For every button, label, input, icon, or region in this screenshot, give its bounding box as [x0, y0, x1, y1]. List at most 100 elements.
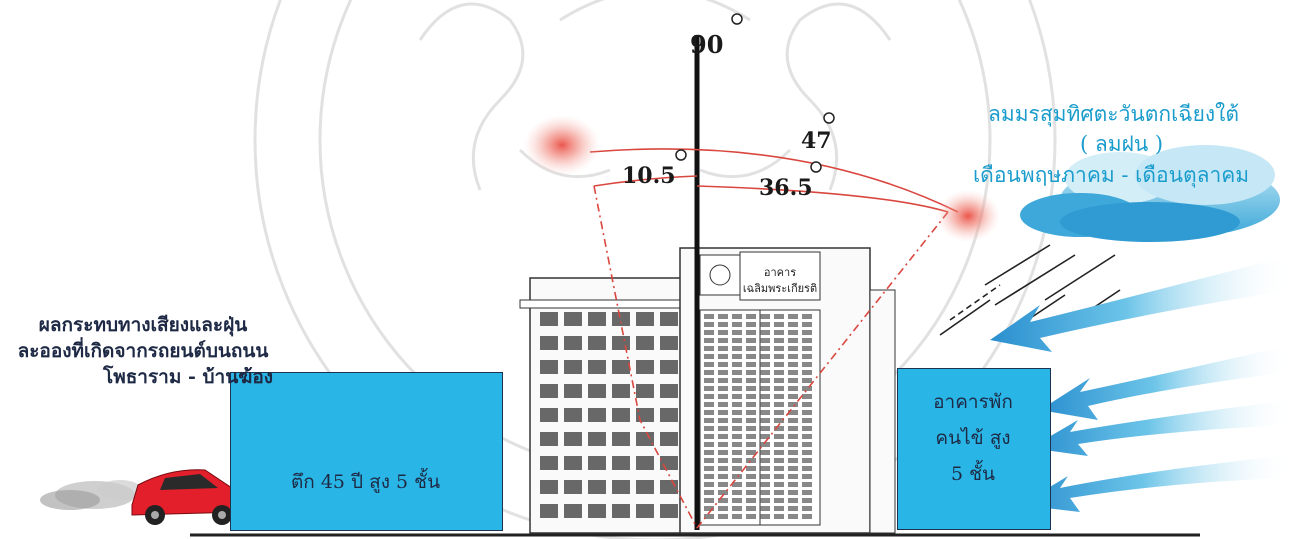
building-window: [612, 312, 630, 326]
building-window: [660, 384, 678, 398]
building-window: [746, 346, 756, 351]
building-window: [746, 426, 756, 431]
building-window: [802, 338, 812, 343]
building-window: [732, 482, 742, 487]
building-window: [760, 322, 770, 327]
building-window: [718, 498, 728, 503]
building-window: [788, 442, 798, 447]
building-window: [802, 410, 812, 415]
building-window: [788, 434, 798, 439]
building-window: [612, 336, 630, 350]
building-window: [746, 442, 756, 447]
building-window: [718, 330, 728, 335]
building-window: [746, 394, 756, 399]
building-window: [746, 402, 756, 407]
building-window: [760, 450, 770, 455]
building-window: [732, 370, 742, 375]
patient-building-box: [897, 368, 1051, 530]
building-window: [802, 314, 812, 319]
building-window: [636, 360, 654, 374]
building-window: [746, 474, 756, 479]
building-window: [788, 482, 798, 487]
wind-arrows: [990, 255, 1292, 512]
building-window: [564, 480, 582, 494]
building-window: [802, 450, 812, 455]
sun-arc-winter: [696, 185, 949, 213]
building-window: [760, 354, 770, 359]
building-window: [802, 330, 812, 335]
building-window: [774, 426, 784, 431]
building-window: [802, 418, 812, 423]
building-window: [612, 456, 630, 470]
building-window: [540, 360, 558, 374]
building-window: [788, 346, 798, 351]
sun-arc-equinox-left: [593, 175, 698, 187]
angle-label-90: 90: [690, 30, 724, 59]
building-window: [802, 434, 812, 439]
building-window: [774, 418, 784, 423]
building-window: [760, 338, 770, 343]
building-window: [760, 362, 770, 367]
building-window: [732, 426, 742, 431]
building-window: [718, 490, 728, 495]
building-window: [760, 378, 770, 383]
traffic-impact-line2: ละอองที่เกิดจากรถยนต์บนถนน: [17, 340, 269, 362]
building-window: [704, 498, 714, 503]
building-window: [660, 336, 678, 350]
building-window: [788, 386, 798, 391]
building-window: [588, 408, 606, 422]
building-window: [718, 402, 728, 407]
building-window: [704, 362, 714, 367]
building-window: [788, 410, 798, 415]
building-window: [732, 442, 742, 447]
building-window: [746, 514, 756, 519]
building-window: [718, 362, 728, 367]
building-window: [802, 490, 812, 495]
building-window: [760, 394, 770, 399]
building-window: [746, 498, 756, 503]
building-window: [788, 498, 798, 503]
building-window: [718, 354, 728, 359]
building-window: [732, 394, 742, 399]
building-window: [774, 434, 784, 439]
building-window: [732, 378, 742, 383]
building-window: [732, 450, 742, 455]
building-window: [774, 346, 784, 351]
building-window: [612, 504, 630, 518]
building-window: [746, 410, 756, 415]
building-window: [746, 490, 756, 495]
building-window: [732, 418, 742, 423]
degree-mark-10: [675, 149, 687, 161]
building-window: [704, 338, 714, 343]
building-window: [660, 456, 678, 470]
building-window: [774, 466, 784, 471]
hospital-building: [519, 247, 896, 534]
building-window: [746, 330, 756, 335]
building-window: [760, 506, 770, 511]
building-window: [774, 370, 784, 375]
building-window: [718, 474, 728, 479]
building-window: [564, 312, 582, 326]
building-window: [636, 480, 654, 494]
building-window: [588, 384, 606, 398]
building-window: [760, 498, 770, 503]
building-window: [732, 386, 742, 391]
building-window: [732, 490, 742, 495]
angle-label-10-5: 10.5: [622, 163, 676, 189]
angle-label-47: 47: [801, 128, 832, 154]
building-window: [788, 314, 798, 319]
building-window: [732, 314, 742, 319]
building-window: [564, 384, 582, 398]
building-window: [718, 450, 728, 455]
building-window: [704, 474, 714, 479]
building-window: [704, 418, 714, 423]
building-window: [788, 490, 798, 495]
building-window: [774, 458, 784, 463]
building-window: [746, 386, 756, 391]
building-window: [788, 426, 798, 431]
building-window: [760, 410, 770, 415]
building-window: [718, 338, 728, 343]
building-window: [802, 442, 812, 447]
building-window: [802, 346, 812, 351]
